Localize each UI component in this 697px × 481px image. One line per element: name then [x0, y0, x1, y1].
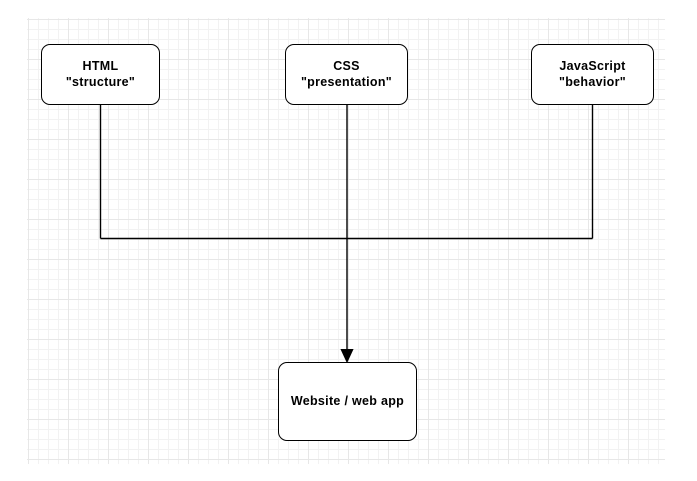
node-css: CSS "presentation" [285, 44, 408, 105]
node-javascript-title: JavaScript [559, 59, 626, 73]
node-javascript: JavaScript "behavior" [531, 44, 654, 105]
node-html-title: HTML [82, 59, 119, 73]
node-website-label: Website / web app [290, 393, 405, 408]
arrowhead-icon [340, 349, 354, 364]
node-website: Website / web app [278, 362, 417, 441]
node-html: HTML "structure" [41, 44, 160, 105]
node-html-subtitle: "structure" [65, 74, 136, 89]
node-css-title: CSS [333, 59, 360, 73]
node-javascript-subtitle: "behavior" [559, 74, 626, 89]
node-css-subtitle: "presentation" [300, 74, 393, 89]
